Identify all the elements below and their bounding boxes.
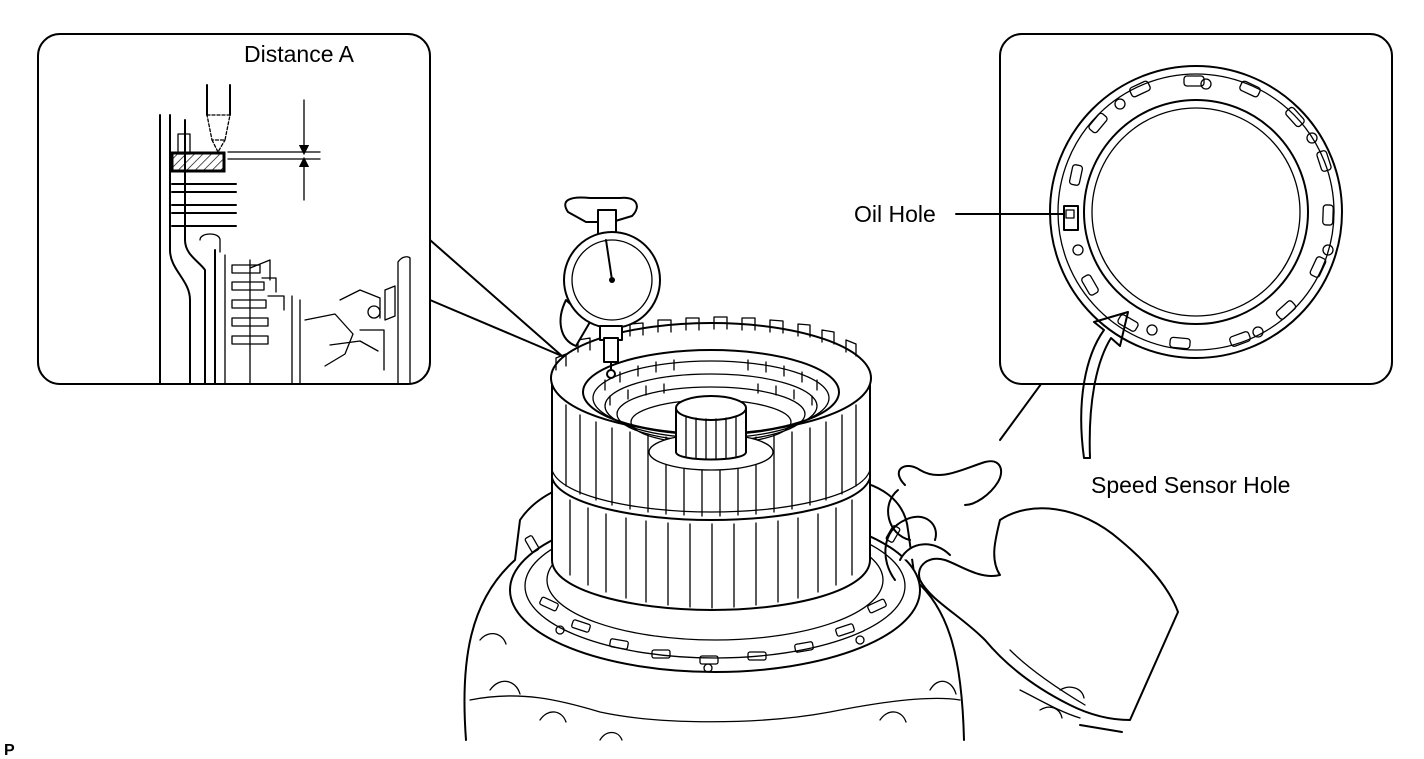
distance-a-label: Distance A xyxy=(244,41,355,67)
detail-inset-right: Oil Hole xyxy=(854,33,1393,385)
drum-splines-lower xyxy=(569,499,853,609)
corner-code: P xyxy=(4,742,15,759)
arrow-icon xyxy=(1080,311,1129,459)
detail-inset-left: Distance A xyxy=(37,33,431,385)
oil-hole-label: Oil Hole xyxy=(854,201,936,227)
hand-icon xyxy=(884,460,1179,733)
drum-splines-upper xyxy=(565,404,857,517)
callout-pointer-left xyxy=(429,239,563,357)
speed-sensor-hole-label: Speed Sensor Hole xyxy=(1091,472,1290,498)
ring-slots xyxy=(1068,75,1334,350)
dial-indicator-icon xyxy=(559,196,661,379)
callout-pointer-right xyxy=(999,379,1083,441)
transmission-assembly xyxy=(463,316,965,741)
